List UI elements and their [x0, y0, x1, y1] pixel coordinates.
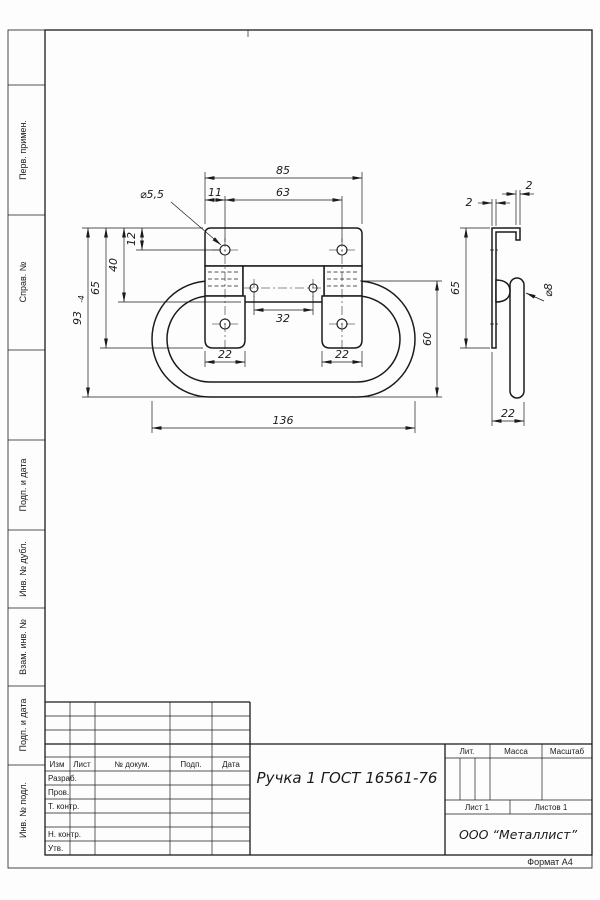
tb-row-prov: Пров. — [48, 788, 69, 797]
dim-overall-width-label: 85 — [276, 164, 290, 177]
dim-bail-height-label: 60 — [421, 332, 434, 346]
dim-mid-holes-label: 32 — [276, 312, 290, 325]
front-view — [151, 227, 416, 398]
dim-plate-depth-label: 40 — [107, 258, 120, 272]
side-view-dimensions: 65 2 2 ⌀8 22 — [449, 179, 555, 426]
strip-label-inv-podl: Инв. № подл. — [18, 782, 28, 838]
dim-flange-thickness-label: 2 — [526, 179, 533, 192]
hinge-tab-right — [323, 265, 363, 297]
dim-bail-width-label: 136 — [273, 414, 294, 427]
plate-middle-section — [242, 265, 325, 303]
tb-col-dokum: № докум. — [114, 760, 149, 769]
front-view-dimensions: 85 11 63 ⌀5,5 12 40 65 93 -4 32 22 22 13… — [71, 164, 442, 433]
hinge-curl-side — [495, 279, 511, 303]
strip-label-podp-data-1: Подп. и дата — [18, 458, 28, 511]
tb-row-tkontr: Т. контр. — [48, 802, 79, 811]
strip-label-podp-data-2: Подп. и дата — [18, 698, 28, 751]
format-label: Формат А4 — [527, 857, 572, 867]
outer-border — [7, 29, 593, 869]
strip-label-vzam-inv: Взам. инв. № — [18, 619, 28, 675]
page-frame — [7, 29, 593, 869]
tb-row-utv: Утв. — [48, 844, 63, 853]
title-block: Изм Лист № докум. Подп. Дата Разраб. Про… — [45, 701, 592, 867]
tb-col-izm: Изм — [50, 760, 65, 769]
mounting-plate — [204, 227, 363, 267]
dim-to-clip-bottom-label: 65 — [89, 281, 102, 295]
dim-overall-height-tol-label: -4 — [77, 295, 86, 303]
tb-col-list: Лист — [73, 760, 91, 769]
dim-top-to-hole-label: 12 — [125, 232, 138, 246]
dim-clip-width-right-label: 22 — [335, 348, 349, 361]
tb-col-podp: Подп. — [180, 760, 201, 769]
tb-sheets: Листов 1 — [535, 803, 568, 812]
document-title: Ручка 1 ГОСТ 16561-76 — [257, 769, 438, 787]
hinge-tab-left — [204, 265, 244, 297]
tb-mass-label: Масса — [504, 747, 528, 756]
dim-clip-width-left-label: 22 — [218, 348, 232, 361]
dim-edge-to-hole-label: 11 — [208, 186, 222, 199]
tb-sheet: Лист 1 — [465, 803, 490, 812]
plate-side-profile — [491, 227, 521, 349]
strip-label-sprav-no: Справ. № — [18, 261, 28, 302]
tb-row-razrab: Разраб. — [48, 774, 77, 783]
tb-lit-label: Лит. — [460, 747, 475, 756]
left-attribute-strip: Перв. примен. Справ. № Подп. и дата Инв.… — [8, 84, 45, 838]
side-view — [490, 227, 525, 399]
company-name: ООО “Металлист” — [459, 827, 578, 842]
inner-frame — [44, 29, 593, 856]
bail-rod-side — [509, 277, 525, 399]
dim-plate-thickness-label: 2 — [466, 196, 473, 209]
dim-side-plate-height-label: 65 — [449, 281, 462, 295]
dim-hole-diameter-label: ⌀5,5 — [140, 188, 164, 201]
dim-side-depth-label: 22 — [501, 407, 515, 420]
strip-label-inv-dubl: Инв. № дубл. — [18, 541, 28, 597]
dim-rod-diameter-label: ⌀8 — [542, 283, 555, 297]
dim-overall-height-label: 93 — [71, 311, 84, 325]
dim-hole-spacing-label: 63 — [276, 186, 290, 199]
tb-scale-label: Масштаб — [550, 747, 585, 756]
bail-inner-outline — [166, 295, 401, 383]
strip-label-perv-primen: Перв. примен. — [18, 120, 28, 180]
tb-row-nkontr: Н. контр. — [48, 830, 81, 839]
tb-col-data: Дата — [222, 760, 240, 769]
